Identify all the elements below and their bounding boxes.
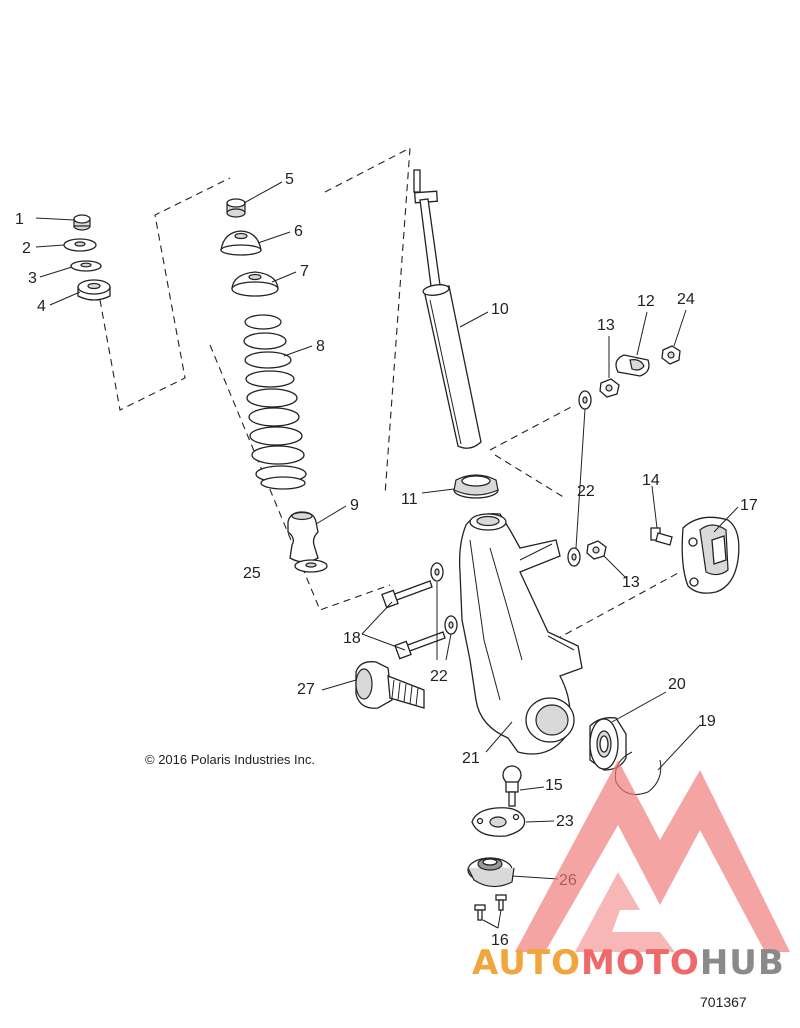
part-washer <box>63 238 97 252</box>
callout-15: 15 <box>545 777 563 794</box>
callout-9: 9 <box>350 497 359 514</box>
part-knuckle-washers <box>430 562 458 635</box>
part-knuckle-bolts <box>381 580 446 660</box>
watermark-text-hub: HUB <box>699 943 785 983</box>
watermark-logo <box>515 760 790 952</box>
part-washer-lower <box>567 547 581 567</box>
part-nut <box>73 214 91 231</box>
copyright-notice: © 2016 Polaris Industries Inc. <box>145 752 315 767</box>
part-ball-joint-plate <box>471 807 526 837</box>
part-wheel-bearing <box>589 717 627 771</box>
part-bushing <box>77 279 111 301</box>
callout-21: 21 <box>462 750 480 767</box>
callout-12: 12 <box>637 293 655 310</box>
part-cup-washer <box>220 230 262 256</box>
assembly-guide-lines <box>99 147 681 641</box>
diagram-number: 701367 <box>700 994 747 1010</box>
watermark-text-auto: AUTO <box>472 943 581 983</box>
part-ball-joint-boot <box>467 857 515 888</box>
part-caliper-bolt <box>650 527 673 546</box>
callout-19: 19 <box>698 713 716 730</box>
callout-18: 18 <box>343 630 361 647</box>
part-steering-knuckle <box>458 513 583 755</box>
callout-13-upper: 13 <box>597 317 615 334</box>
callout-1: 1 <box>15 211 24 228</box>
part-spring-seat <box>231 271 279 297</box>
watermark-text-moto: MOTO <box>580 943 700 983</box>
part-ball-joint <box>502 765 522 807</box>
part-brake-caliper <box>681 516 740 594</box>
callout-8: 8 <box>316 338 325 355</box>
watermark-brand-text: AUTOMOTOHUB <box>472 943 785 983</box>
callout-14: 14 <box>642 472 660 489</box>
part-bump-stop <box>287 511 319 563</box>
part-nut-lower <box>586 540 607 560</box>
part-washer-upper <box>578 390 592 410</box>
callout-11: 11 <box>401 491 418 508</box>
callout-27: 27 <box>297 681 315 698</box>
callout-6: 6 <box>294 223 303 240</box>
callout-13-lower: 13 <box>622 574 640 591</box>
part-top-nut <box>226 198 246 218</box>
callout-5: 5 <box>285 171 294 188</box>
part-line-clip <box>615 354 650 377</box>
callout-22-lower: 22 <box>430 668 448 685</box>
callout-22-upper: 22 <box>577 483 595 500</box>
callout-leader-lines <box>35 181 739 929</box>
callout-20: 20 <box>668 676 686 693</box>
part-screws <box>474 894 507 921</box>
part-coil-spring <box>243 314 307 490</box>
callout-10: 10 <box>491 301 509 318</box>
callout-17: 17 <box>740 497 758 514</box>
callout-7: 7 <box>300 263 309 280</box>
part-shock-absorber <box>413 169 482 449</box>
part-flange-nut <box>661 345 681 365</box>
callout-2: 2 <box>22 240 31 257</box>
part-nut-upper <box>599 378 620 398</box>
callout-23: 23 <box>556 813 574 830</box>
callout-16: 16 <box>491 932 509 949</box>
callout-24: 24 <box>677 291 695 308</box>
part-washer-small <box>70 260 102 272</box>
part-dust-seal <box>453 474 499 499</box>
callout-25: 25 <box>243 565 261 582</box>
part-wheel-hub-shaft <box>355 661 425 709</box>
part-spacer-washer <box>294 559 328 573</box>
callout-3: 3 <box>28 270 37 287</box>
callout-4: 4 <box>37 298 46 315</box>
